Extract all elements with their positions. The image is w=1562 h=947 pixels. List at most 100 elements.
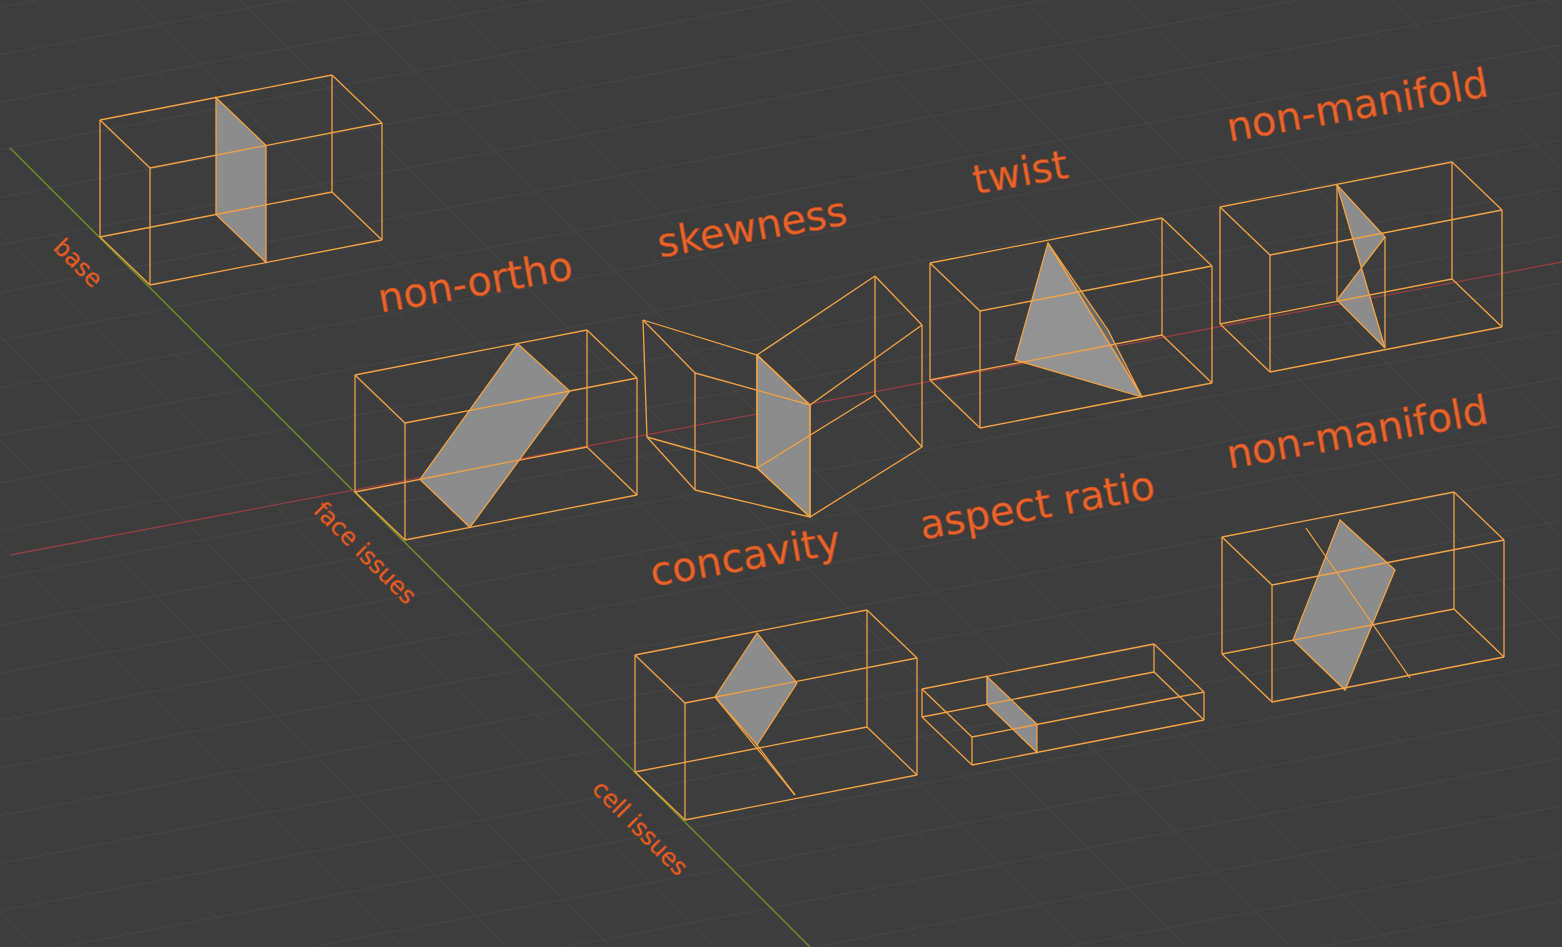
mesh-edge xyxy=(757,355,810,405)
grid-line xyxy=(0,0,154,947)
grid-line xyxy=(1142,0,1562,947)
mesh-edge xyxy=(381,123,382,240)
mesh-edge xyxy=(1452,162,1502,210)
mesh-edge xyxy=(1272,540,1504,585)
grid-line xyxy=(0,10,1562,766)
issue-label: non-manifold xyxy=(1223,389,1491,474)
mesh-edge xyxy=(916,658,917,775)
twisted-face xyxy=(1015,243,1142,397)
grid-line xyxy=(1406,0,1562,947)
mesh-edge xyxy=(1211,266,1212,383)
grid-line xyxy=(0,0,462,947)
mesh-box xyxy=(922,644,1204,765)
mesh-edge xyxy=(866,610,867,727)
grid-line xyxy=(878,0,1562,947)
mesh-box xyxy=(1220,162,1502,372)
mesh-edge xyxy=(979,311,980,428)
grid-line xyxy=(0,330,1562,947)
mesh-edge xyxy=(1162,335,1212,383)
mesh-edge xyxy=(643,276,875,355)
mesh-edge xyxy=(694,373,695,490)
mesh-edge xyxy=(643,320,695,373)
grid-line xyxy=(0,0,1386,947)
grid-line xyxy=(0,0,1562,606)
grid-line xyxy=(0,0,858,947)
mesh-box xyxy=(635,610,917,820)
mesh-edge xyxy=(100,120,150,168)
grid-line xyxy=(0,810,1562,947)
mesh-edge xyxy=(635,655,685,703)
grid-line xyxy=(1098,0,1562,947)
grid-line xyxy=(0,0,1298,947)
grid-line xyxy=(0,690,1562,947)
grid-line xyxy=(482,0,1562,947)
cell-face xyxy=(757,355,810,517)
mesh-edge xyxy=(149,168,150,285)
mesh-edge xyxy=(1154,644,1204,692)
mesh-edge xyxy=(685,775,917,820)
mesh-edge xyxy=(980,266,1212,311)
mesh-edge xyxy=(1270,210,1502,255)
grid-line xyxy=(42,0,1562,947)
grid-line xyxy=(0,0,1490,6)
mesh-edge xyxy=(1454,609,1504,657)
grid-line xyxy=(0,0,1562,286)
grid-line xyxy=(174,0,1562,947)
mesh-edge xyxy=(1222,654,1272,702)
issue-label: concavity xyxy=(647,520,843,593)
grid-line xyxy=(0,0,1562,406)
grid-line xyxy=(0,0,1210,947)
cell-face xyxy=(420,344,570,528)
grid-line xyxy=(0,0,1166,947)
mesh-edge xyxy=(1451,162,1452,279)
mesh-edge xyxy=(921,689,922,717)
grid-line xyxy=(0,0,1342,947)
mesh-edge xyxy=(874,276,875,395)
grid-line xyxy=(0,90,1562,846)
mesh-edge xyxy=(635,727,867,772)
issue-label: non-ortho xyxy=(375,245,576,319)
mesh-edge xyxy=(867,610,917,658)
grid-line xyxy=(526,0,1562,947)
mesh-edge xyxy=(1220,324,1270,372)
mesh-edge xyxy=(972,720,1204,765)
mesh-edge xyxy=(930,335,1162,380)
mesh-edge xyxy=(332,75,382,123)
issue-label: twist xyxy=(969,144,1071,200)
mesh-edge xyxy=(1453,492,1454,609)
mesh-edge xyxy=(100,192,332,237)
grid-line xyxy=(1186,0,1562,947)
mesh-edge xyxy=(647,437,695,490)
mesh-edge xyxy=(1220,279,1452,324)
mesh-box xyxy=(643,276,922,517)
grid-line xyxy=(0,0,770,947)
mesh-edge xyxy=(1270,327,1502,372)
cell-face xyxy=(987,676,1037,752)
mesh-edge xyxy=(930,218,1162,263)
mesh-edge xyxy=(930,263,980,311)
grid-line xyxy=(0,130,1562,886)
grid-line xyxy=(0,210,1562,947)
mesh-edge xyxy=(1222,609,1454,654)
grid-line xyxy=(0,0,1562,326)
mesh-edge xyxy=(757,745,795,795)
mesh-edge xyxy=(1154,672,1204,720)
mesh-edge xyxy=(715,697,795,795)
mesh-edge xyxy=(922,717,972,765)
mesh-edge xyxy=(929,263,930,380)
mesh-edge xyxy=(1161,218,1162,335)
grid-line xyxy=(0,0,990,947)
mesh-edge xyxy=(1271,585,1272,702)
mesh-edge xyxy=(1452,279,1502,327)
mesh-edge xyxy=(354,375,355,492)
mesh-edge xyxy=(685,658,917,703)
